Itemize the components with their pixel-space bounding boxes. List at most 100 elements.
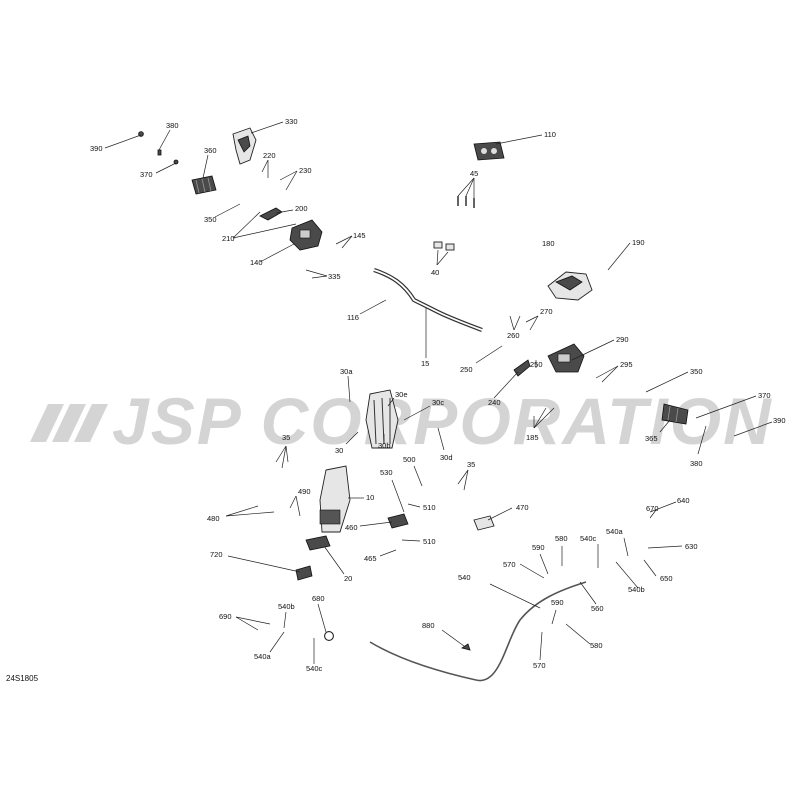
label-30c: 30c [432, 398, 444, 407]
label-370: 370 [140, 170, 153, 179]
label-350-b: 350 [690, 367, 703, 376]
part-880-cap [461, 643, 471, 651]
label-570-b: 570 [533, 661, 546, 670]
label-330: 330 [285, 117, 298, 126]
label-220: 220 [263, 151, 276, 160]
label-110: 110 [544, 130, 556, 139]
label-480: 480 [207, 514, 220, 523]
label-350: 350 [204, 215, 217, 224]
label-145: 145 [353, 231, 366, 240]
label-390: 390 [90, 144, 103, 153]
part-110-switch [473, 141, 505, 161]
label-580-b: 580 [590, 641, 603, 650]
label-360: 360 [204, 146, 217, 155]
label-250-b: 250 [530, 360, 543, 369]
label-640: 640 [677, 496, 690, 505]
label-500: 500 [403, 455, 416, 464]
part-10-steering-column [319, 465, 351, 533]
label-690: 690 [219, 612, 232, 621]
label-880: 880 [422, 621, 435, 630]
parts [138, 127, 689, 682]
label-230: 230 [299, 166, 312, 175]
label-590-a: 590 [532, 543, 545, 552]
label-30e: 30e [395, 390, 408, 399]
part-370-washer [173, 159, 179, 165]
label-200: 200 [295, 204, 308, 213]
label-30a: 30a [340, 367, 353, 376]
label-210: 210 [222, 234, 235, 243]
part-460-clamp [387, 513, 409, 529]
label-670: 670 [646, 504, 659, 513]
part-290-housing [547, 343, 585, 373]
label-45: 45 [470, 169, 478, 178]
label-530: 530 [380, 468, 393, 477]
label-540c-b: 540c [306, 664, 323, 673]
part-380-screw [157, 149, 162, 156]
watermark-logo-mark [30, 404, 108, 442]
leader-lines [104, 121, 773, 664]
label-540a-b: 540a [254, 652, 272, 661]
watermark-text: JSP CORPORATION [112, 384, 773, 458]
label-35-a: 35 [282, 433, 290, 442]
label-40: 40 [431, 268, 439, 277]
label-630: 630 [685, 542, 698, 551]
label-465: 465 [364, 554, 377, 563]
label-460: 460 [345, 523, 358, 532]
label-270: 270 [540, 307, 553, 316]
part-680-oring [324, 631, 334, 641]
label-540b-a: 540b [628, 585, 645, 594]
label-540b-b: 540b [278, 602, 295, 611]
diagram-code: 24S1805 [6, 674, 39, 683]
part-330-handguard [232, 127, 257, 165]
label-250-a: 250 [460, 365, 473, 374]
label-35-b: 35 [467, 460, 475, 469]
part-540-cable [369, 581, 587, 682]
label-190: 190 [632, 238, 645, 247]
label-290: 290 [616, 335, 629, 344]
label-590-b: 590 [551, 598, 564, 607]
part-720-pad [295, 565, 313, 581]
label-540a-a: 540a [606, 527, 624, 536]
part-labels: 390 380 370 360 330 220 230 350 200 210 … [90, 117, 786, 673]
label-720: 720 [210, 550, 223, 559]
part-40-clamp-2 [445, 243, 455, 251]
part-40-clamp [433, 241, 443, 249]
label-370-b: 370 [758, 391, 771, 400]
label-390-b: 390 [773, 416, 786, 425]
label-15: 15 [421, 359, 429, 368]
label-470: 470 [516, 503, 529, 512]
label-680: 680 [312, 594, 325, 603]
label-20: 20 [344, 574, 352, 583]
label-365: 365 [645, 434, 658, 443]
label-140: 140 [250, 258, 263, 267]
label-540: 540 [458, 573, 471, 582]
part-470-bracket [473, 515, 495, 531]
label-295: 295 [620, 360, 633, 369]
label-560: 560 [591, 604, 604, 613]
label-180: 180 [542, 239, 555, 248]
watermark: JSP CORPORATION [30, 384, 773, 458]
label-335: 335 [328, 272, 341, 281]
part-200-lever [259, 207, 283, 221]
label-185: 185 [526, 433, 539, 442]
part-140-switch-housing [289, 219, 323, 251]
part-15-handlebar [373, 268, 483, 332]
label-240: 240 [488, 398, 501, 407]
label-650: 650 [660, 574, 673, 583]
part-45-screws [457, 196, 475, 208]
label-380: 380 [166, 121, 179, 130]
label-510-a: 510 [423, 503, 436, 512]
label-30b: 30b [378, 441, 391, 450]
label-260: 260 [507, 331, 520, 340]
part-365-grip [661, 403, 689, 425]
label-540c-a: 540c [580, 534, 597, 543]
label-580-a: 580 [555, 534, 568, 543]
label-490: 490 [298, 487, 311, 496]
label-30d: 30d [440, 453, 453, 462]
label-30: 30 [335, 446, 343, 455]
part-20-bracket [305, 535, 331, 551]
label-380-b: 380 [690, 459, 703, 468]
label-116: 116 [347, 313, 359, 322]
part-30-riser [365, 389, 399, 449]
